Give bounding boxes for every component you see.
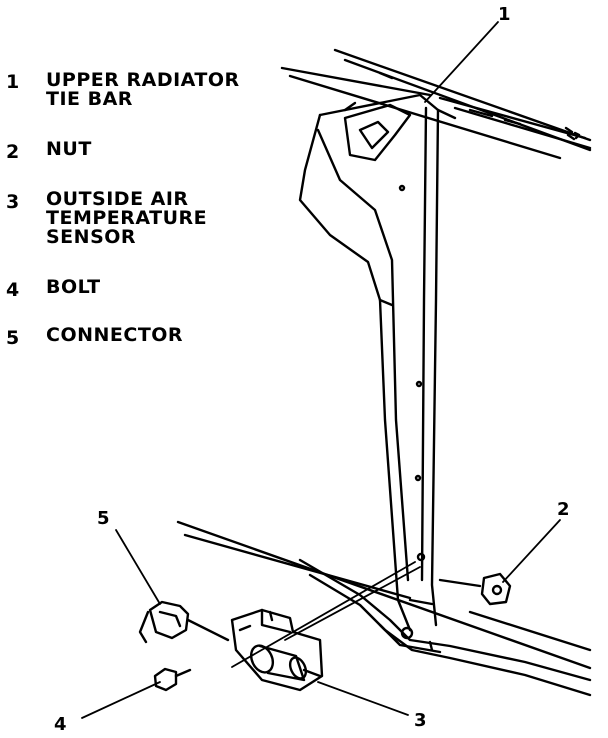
callout-5: 5: [97, 508, 110, 529]
leader-lines: [81, 21, 561, 719]
callout-1: 1: [498, 4, 511, 25]
callout-3: 3: [414, 710, 427, 731]
lower-frame-rails: [176, 520, 592, 697]
post-rivet-icon: [415, 380, 423, 388]
vertical-support: [298, 93, 457, 632]
sensor-bracket: [230, 608, 324, 692]
legend-label-5: CONNECTOR: [46, 324, 184, 346]
outside-air-temperature-sensor: [249, 644, 322, 682]
legend-number-4: 4: [6, 279, 20, 301]
legend-label-2: NUT: [46, 138, 92, 160]
callout-2: 2: [557, 499, 570, 520]
legend-number-2: 2: [6, 141, 20, 163]
upper-tie-bar: [280, 48, 592, 160]
post-hole-icon: [416, 552, 426, 562]
legend-label-3: OUTSIDE AIR TEMPERATURE SENSOR: [46, 188, 208, 248]
nut: [480, 572, 512, 606]
legend-number-3: 3: [6, 191, 20, 213]
callout-4: 4: [54, 714, 67, 735]
legend-label-4: BOLT: [46, 276, 101, 298]
legend-label-1: UPPER RADIATOR TIE BAR: [46, 69, 240, 110]
post-rivet-icon: [398, 184, 406, 192]
connector: [138, 600, 230, 644]
legend-number-1: 1: [6, 71, 20, 93]
bolt: [153, 667, 192, 692]
post-rivet-icon: [414, 474, 422, 482]
legend-number-5: 5: [6, 327, 20, 349]
post-bolt-icon: [400, 626, 414, 640]
